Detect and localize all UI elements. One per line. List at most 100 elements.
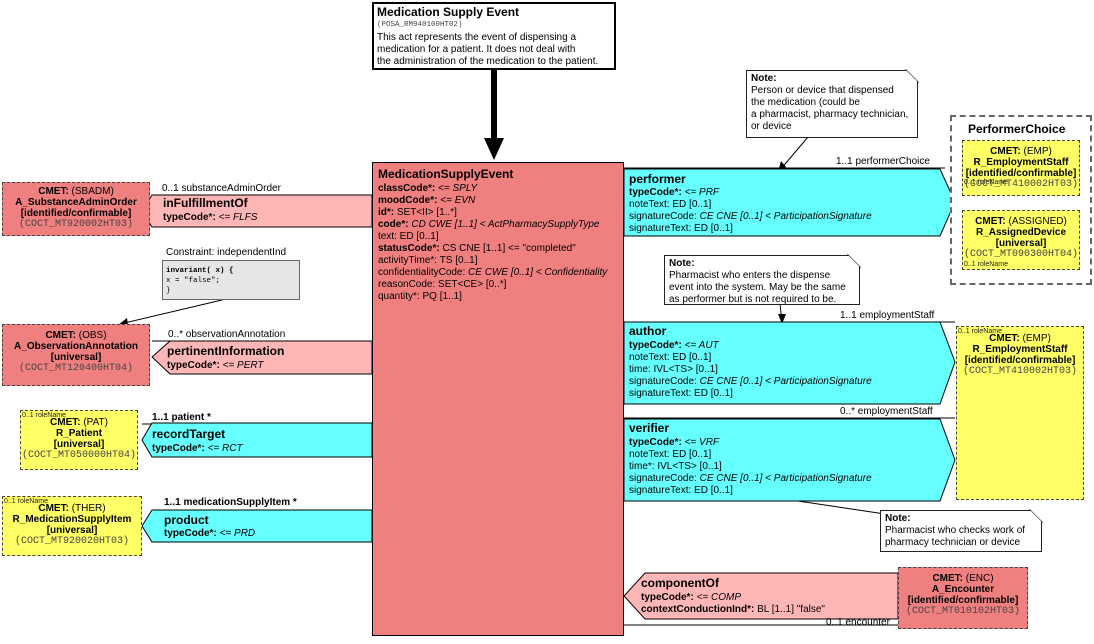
cmet-type: (ASSIGNED)	[1005, 216, 1067, 227]
cmet-name: A_SubstanceAdminOrder	[15, 197, 137, 208]
recordtarget-typecode: typeCode*: <= RCT	[152, 443, 243, 454]
pertinent-typecode: typeCode*: <= PERT	[167, 360, 264, 371]
verifier-title: verifier	[629, 421, 670, 435]
cmet-employment-staff: 0..1 roleName CMET: (EMP) R_EmploymentSt…	[956, 326, 1084, 500]
note-label: Note:	[885, 513, 911, 524]
cmet-label: CMET:	[38, 503, 69, 514]
cmet-substance-admin-order: CMET: (SBADM) A_SubstanceAdminOrder [ide…	[2, 182, 150, 236]
attribute-value: CE CNE [0..1] < ParticipationSignature	[696, 211, 872, 222]
attribute-value: <= VRF	[681, 437, 720, 448]
main-attribute: confidentialityCode: CE CWE [0..1] < Con…	[378, 267, 607, 279]
cmet-patient: 0..1 roleName CMET: (PAT) R_Patient [uni…	[20, 410, 138, 470]
entry-title: Medication Supply Event	[377, 5, 520, 19]
cmet-label: CMET:	[45, 330, 76, 341]
componentof-shape	[623, 572, 899, 620]
cmet-type: (ENC)	[963, 573, 994, 584]
cmet-name: A_Encounter	[931, 584, 995, 595]
cmet-rolename: 0..1 roleName	[964, 179, 1008, 186]
attribute-value: <= PRF	[681, 187, 720, 198]
cmet-qualifier: [universal]	[53, 439, 105, 450]
cmet-qualifier: [identified/confirmable]	[964, 355, 1076, 366]
attribute-name: signatureText:	[629, 388, 692, 399]
cmet-rolename: 0..1 roleName	[958, 328, 1002, 335]
attribute-name: signatureText:	[629, 485, 692, 496]
pertinent-cardinality: 0..* observationAnnotation	[168, 329, 286, 340]
cmet-id: (COCT_MT920020HT03)	[14, 536, 130, 547]
cmet-observation-annotation: CMET: (OBS) A_ObservationAnnotation [uni…	[2, 324, 150, 386]
cmet-name: R_EmploymentStaff	[973, 157, 1069, 168]
cmet-id: (COCT_MT410002HT03)	[963, 179, 1079, 190]
note-label: Note:	[751, 73, 777, 84]
attribute-name: moodCode*:	[378, 195, 438, 206]
author-shape	[623, 321, 956, 405]
cmet-name: R_MedicationSupplyItem	[12, 514, 132, 525]
recordtarget-shape	[141, 422, 373, 458]
attribute-name: noteText:	[629, 352, 670, 363]
note-verifier: Note: Pharmacist who checks work of phar…	[880, 510, 1042, 552]
medication-supply-event-class: MedicationSupplyEvent classCode*: <= SPL…	[372, 162, 624, 636]
performer-attribute: signatureCode: CE CNE [0..1] < Participa…	[629, 211, 872, 223]
main-attribute: reasonCode: SET<CE> [0..*]	[378, 279, 607, 291]
attribute-value: BL [1..1] "false"	[754, 604, 825, 615]
cmet-type: (SBADM)	[68, 186, 114, 197]
performer-attribute: noteText: ED [0..1]	[629, 199, 872, 211]
cmet-type: (OBS)	[76, 330, 107, 341]
note-author-arrowhead	[778, 314, 786, 324]
attribute-value: IVL<TS> [0..1]	[650, 364, 718, 375]
performer-attribute: typeCode*: <= PRF	[629, 187, 872, 199]
attribute-name: signatureCode:	[629, 211, 697, 222]
constraint-code-1: invariant( x) {	[166, 267, 234, 275]
main-attribute: code*: CD CWE [1..1] < ActPharmacySupply…	[378, 219, 607, 231]
attribute-name: reasonCode:	[378, 279, 436, 290]
attribute-value: CD CWE [1..1] < ActPharmacySupplyType	[408, 219, 600, 230]
infulfillment-title: inFulfillmentOf	[163, 196, 248, 210]
recordtarget-cardinality: 1..1 patient *	[152, 412, 211, 423]
author-attribute: noteText: ED [0..1]	[629, 352, 872, 364]
verifier-cardinality: 0..* employmentStaff	[840, 406, 933, 417]
note-text-line: pharmacy technician or device	[885, 537, 1021, 548]
attribute-name: typeCode*:	[641, 592, 694, 603]
cmet-id: (COCT_MT410002HT03)	[962, 366, 1078, 377]
verifier-attribute: typeCode*: <= VRF	[629, 437, 872, 449]
attribute-value: SET<CE> [0..*]	[435, 279, 507, 290]
attribute-name: text:	[378, 231, 397, 242]
product-typecode: typeCode*: <= PRD	[164, 528, 256, 539]
main-attribute: classCode*: <= SPLY	[378, 183, 607, 195]
note-text-line: Person or device that dispensed	[751, 85, 894, 96]
note-text-line: Pharmacist who enters the dispense	[669, 270, 831, 281]
attribute-value: CE CNE [0..1] < ParticipationSignature	[696, 376, 872, 387]
cmet-qualifier: [identified/confirmable]	[20, 208, 132, 219]
attribute-value: PQ [1..1]	[419, 291, 462, 302]
constraint-code-3: }	[166, 287, 171, 295]
note-text-line: as performer but is not required to be.	[669, 294, 837, 305]
note-label: Note:	[669, 258, 695, 269]
pertinent-shape	[151, 340, 373, 375]
attribute-name: confidentialityCode:	[378, 267, 466, 278]
attribute-name: id*:	[378, 207, 395, 218]
note-text-line: event into the system. May be the same	[669, 282, 846, 293]
performer-shape	[623, 168, 956, 237]
pertinent-title: pertinentInformation	[167, 344, 285, 358]
attribute-value: SET<II> [1..*]	[394, 207, 457, 218]
performer-attribute: signatureText: ED [0..1]	[629, 223, 872, 235]
constraint-line	[119, 299, 223, 325]
product-cardinality: 1..1 medicationSupplyItem *	[164, 497, 297, 508]
attribute-value: <= AUT	[681, 340, 719, 351]
attribute-value: CE CWE [0..1] < Confidentiality	[465, 267, 608, 278]
verifier-attribute: time*: IVL<TS> [0..1]	[629, 461, 872, 473]
main-attribute: activityTime*: TS [0..1]	[378, 255, 607, 267]
attribute-name: typeCode*:	[629, 340, 682, 351]
main-class-title: MedicationSupplyEvent	[378, 167, 514, 181]
cmet-id: (COCT_MT120400HT04)	[18, 363, 134, 374]
attribute-name: noteText:	[629, 449, 670, 460]
author-attribute: typeCode*: <= AUT	[629, 340, 872, 352]
cmet-rolename: 0..1 roleName	[22, 412, 66, 419]
cmet-employment-staff-choice: CMET: (EMP) R_EmploymentStaff [identifie…	[962, 140, 1080, 196]
note-text-line: a pharmacist, pharmacy technician,	[751, 109, 909, 120]
cmet-label: CMET:	[932, 573, 963, 584]
attribute-value: ED [0..1]	[691, 388, 733, 399]
attribute-name: noteText:	[629, 199, 670, 210]
